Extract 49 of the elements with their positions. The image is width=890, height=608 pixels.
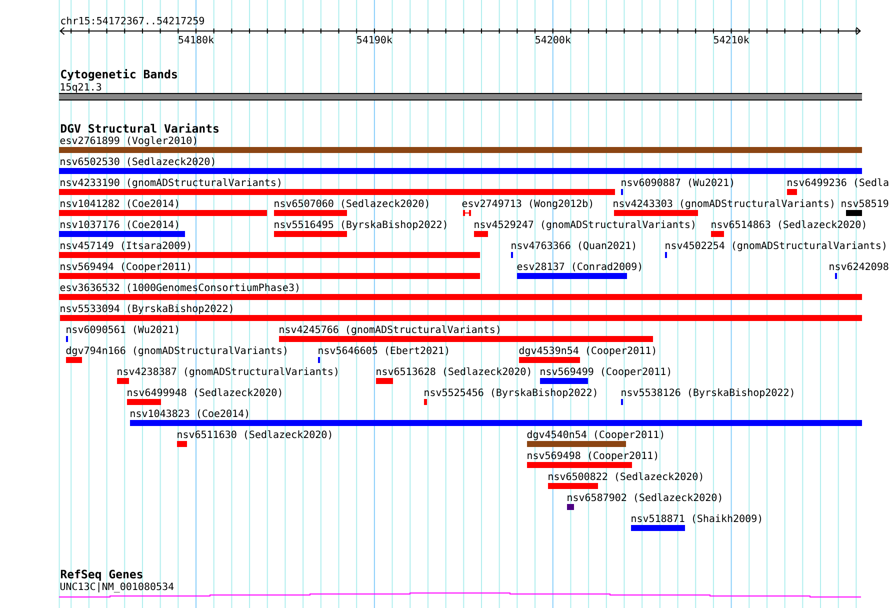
variant-label: nsv569498 (Cooper2011)	[528, 451, 658, 462]
variant-label: nsv5533094 (ByrskaBishop2022)	[60, 304, 232, 314]
variant-label: nsv1043823 (Coe2014)	[130, 409, 248, 418]
variant-label: nsv5646605 (Ebert2021)	[318, 346, 448, 356]
variant-label: nsv6502530 (Sedlazeck2020)	[60, 157, 214, 166]
band-label: 15q21.3	[60, 83, 102, 93]
variant-label: nsv4233190 (gnomADStructuralVariants)	[60, 178, 280, 188]
variant-label: nsv457149 (Itsara2009)	[60, 241, 190, 250]
variant-label: nsv6507060 (Sedlazeck2020)	[274, 199, 428, 208]
tick-label: 54190k	[357, 36, 392, 44]
variant-label: nsv4502254 (gnomADStructuralVariants)	[666, 241, 886, 252]
track-title: DGV Structural Variants	[60, 123, 218, 133]
variant-label: nsv569494 (Cooper2011)	[60, 262, 190, 272]
variant-label: nsv4238387 (gnomADStructuralVariants)	[118, 367, 338, 378]
variant-label: nsv6514863 (Sedlazeck2020)	[712, 220, 866, 230]
variant-label: nsv6511630 (Sedlazeck2020)	[178, 430, 332, 440]
tick-label: 54200k	[536, 36, 571, 44]
track-title: Cytogenetic Bands	[61, 68, 177, 81]
gene-label: UNC13C|NM_001080534	[60, 582, 174, 592]
variant-label: nsv5538126 (ByrskaBishop2022)	[622, 388, 794, 398]
variant-label: nsv6587902 (Sedlazeck2020)	[568, 493, 722, 502]
variant-label: nsv4243303 (gnomADStructuralVariants)	[614, 199, 834, 210]
tick-label: 54210k	[714, 36, 750, 44]
variant-label: nsv5516495 (ByrskaBishop2022)	[274, 220, 446, 230]
variant-label: nsv6500822 (Sedlazeck2020)	[548, 472, 702, 482]
variant-label: nsv6499236 (Sedla	[788, 178, 888, 188]
variant-label: nsv58519	[842, 200, 888, 208]
variant-label: nsv518871 (Shaikh2009)	[632, 514, 762, 524]
variant-label: nsv6499948 (Sedlazeck2020)	[128, 388, 282, 398]
variant-label: nsv6090887 (Wu2021)	[622, 178, 733, 188]
variant-label: nsv569499 (Cooper2011)	[540, 367, 670, 378]
tick-label: 54180k	[178, 36, 214, 44]
variant-label: nsv6242098	[830, 262, 888, 270]
variant-label: nsv6513628 (Sedlazeck2020)	[376, 367, 530, 376]
variant-label: dgv4540n54 (Cooper2011)	[527, 430, 664, 440]
variant-label: nsv1041282 (Coe2014)	[60, 199, 178, 208]
variant-label: dgv4539n54 (Cooper2011)	[519, 346, 656, 356]
variant-label: nsv5525456 (ByrskaBishop2022)	[424, 388, 596, 398]
coordinate-label: chr15:54172367..54217259	[61, 16, 204, 24]
variant-label: nsv4245766 (gnomADStructuralVariants)	[280, 325, 500, 336]
variant-label: nsv6090561 (Wu2021)	[66, 325, 178, 334]
variant-label: nsv4529247 (gnomADStructuralVariants)	[474, 220, 694, 230]
variant-label: esv2749713 (Wong2012b)	[462, 199, 592, 210]
variant-label: nsv4763366 (Quan2021)	[512, 241, 636, 250]
variant-label: esv3636532 (1000GenomesConsortiumPhase3)	[60, 283, 298, 292]
variant-label: dgv794n166 (gnomADStructuralVariants)	[66, 346, 286, 356]
variant-label: esv28137 (Conrad2009)	[517, 262, 642, 272]
variant-label: nsv1037176 (Coe2014)	[60, 220, 178, 230]
variant-label: esv2761899 (Vogler2010)	[60, 136, 196, 146]
